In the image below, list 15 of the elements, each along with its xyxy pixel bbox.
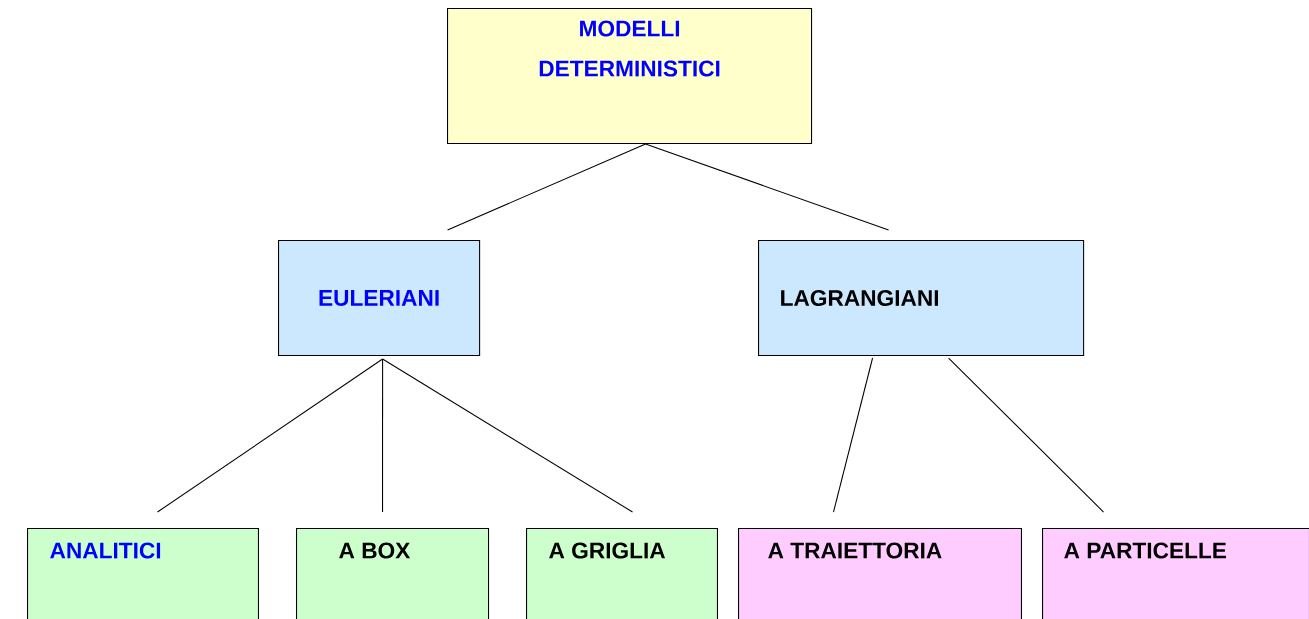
connector-line <box>447 143 647 231</box>
category-box: MODELLI DETERMINISTICI <box>447 8 813 144</box>
category-box: ANALITICI <box>27 528 259 619</box>
connector-line <box>645 143 890 231</box>
category-box: LAGRANGIANI <box>758 240 1085 356</box>
category-box: A TRAIETTORIA <box>738 528 1022 619</box>
category-box: A PARTICELLE <box>1042 528 1309 619</box>
category-box: A GRIGLIA <box>526 528 718 619</box>
connector-line <box>156 358 384 513</box>
connector-line <box>382 358 634 513</box>
category-box: EULERIANI <box>278 240 481 356</box>
connector-line <box>832 357 874 513</box>
connector-line <box>948 357 1105 513</box>
connector-line <box>382 358 384 513</box>
category-box: A BOX <box>296 528 490 619</box>
